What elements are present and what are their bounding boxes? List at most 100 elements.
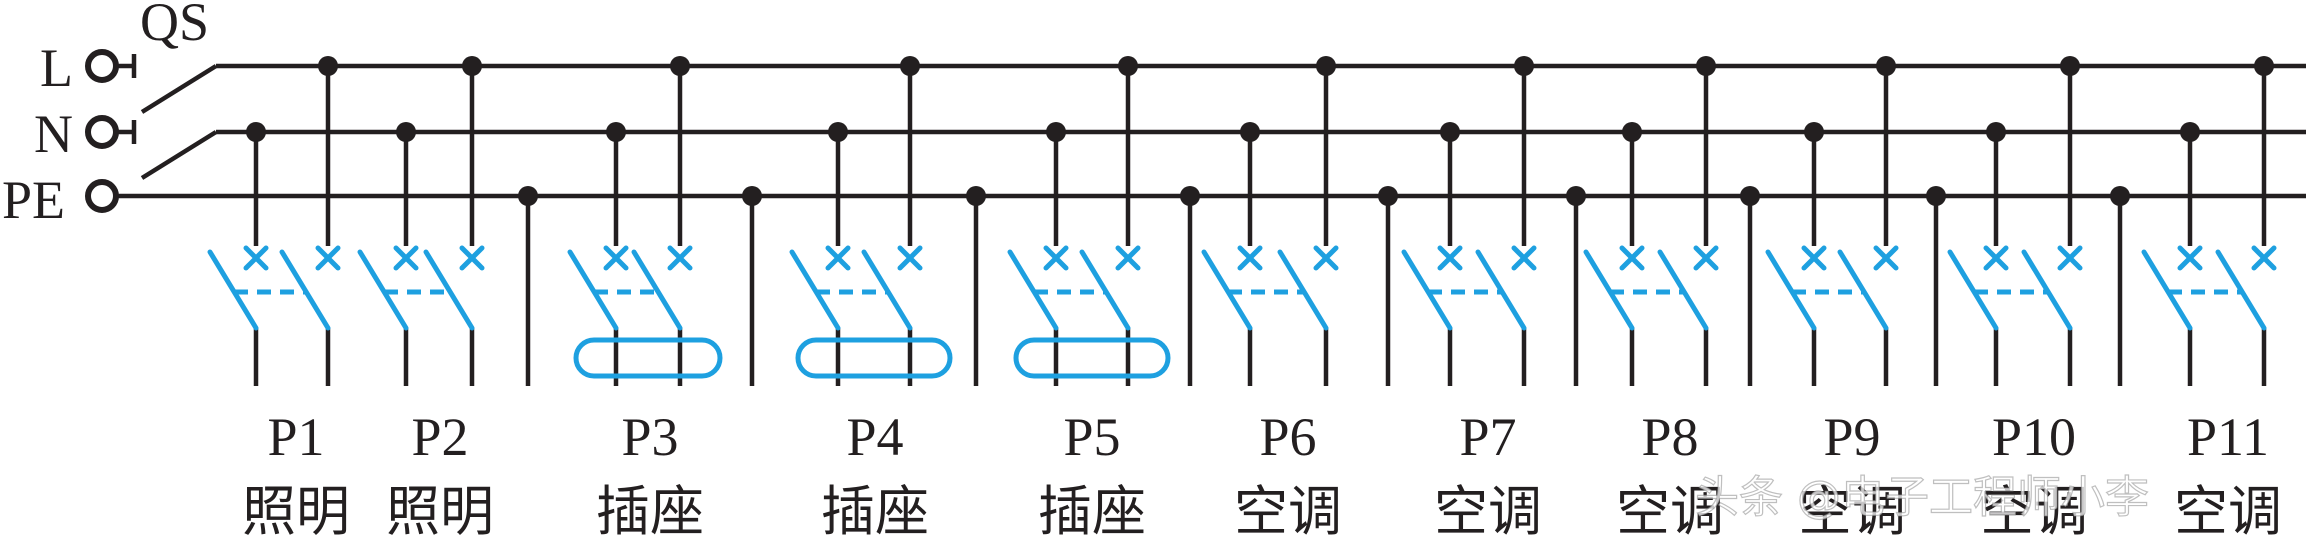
circuit-8-N-breaker-blade	[1583, 249, 1635, 331]
circuit-9-N-breaker-blade	[1765, 249, 1817, 331]
circuit-label: P3	[621, 407, 678, 467]
terminal-L	[85, 49, 119, 83]
circuit-6-N-breaker-blade	[1201, 249, 1253, 331]
circuit-4-N-contact-cross	[825, 245, 851, 271]
circuit-2-N-contact-cross	[393, 245, 419, 271]
circuit-label: P4	[846, 407, 903, 467]
circuit-label: P11	[2187, 407, 2269, 467]
circuit-use: 照明	[242, 480, 350, 543]
circuit-7-N-contact-cross	[1437, 245, 1463, 271]
circuit-7-N-junction	[1440, 122, 1460, 142]
terminal-label-L: L	[40, 38, 73, 98]
circuit-8-L-junction	[1696, 56, 1716, 76]
circuit-label: P7	[1459, 407, 1516, 467]
circuit-3-L-contact-cross	[667, 245, 693, 271]
circuit-10-L-junction	[2060, 56, 2080, 76]
circuit-use: 空调	[1616, 480, 1724, 543]
circuit-4-N-junction	[828, 122, 848, 142]
circuit-label: P9	[1823, 407, 1880, 467]
circuit-1-N-contact-cross	[243, 245, 269, 271]
circuit-use: 空调	[1234, 480, 1342, 543]
circuit-11-N-contact-cross	[2177, 245, 2203, 271]
circuit-1-N-junction	[246, 122, 266, 142]
terminal-PE	[85, 179, 119, 213]
circuit-label: P2	[411, 407, 468, 467]
circuit-9-L-junction	[1876, 56, 1896, 76]
circuit-10-N-contact-cross	[1983, 245, 2009, 271]
circuit-2-L-junction	[462, 56, 482, 76]
circuit-4-L-contact-cross	[897, 245, 923, 271]
watermark: 头条 @电子工程师小李	[1695, 472, 2149, 523]
circuit-2-N-junction	[396, 122, 416, 142]
circuit-9-N-contact-cross	[1801, 245, 1827, 271]
circuit-use: 空调	[1434, 480, 1542, 543]
circuit-label: P6	[1259, 407, 1316, 467]
circuit-5-L-contact-cross	[1115, 245, 1141, 271]
circuit-3-L-junction	[670, 56, 690, 76]
circuit-use: 空调	[1798, 480, 1906, 543]
circuit-use: 照明	[386, 480, 494, 543]
circuit-9-N-junction	[1804, 122, 1824, 142]
junction-dots-layer	[246, 56, 2274, 206]
circuit-3-N-junction	[606, 122, 626, 142]
circuit-use: 空调	[2174, 480, 2282, 543]
circuit-10-L-contact-cross	[2057, 245, 2083, 271]
circuit-4-N-breaker-blade	[789, 249, 841, 331]
circuit-9-pe-junction	[1740, 186, 1760, 206]
main-switch-label: QS	[140, 0, 209, 52]
circuit-5-pe-junction	[966, 186, 986, 206]
circuit-7-N-breaker-blade	[1401, 249, 1453, 331]
circuit-8-pe-junction	[1566, 186, 1586, 206]
circuit-6-N-junction	[1240, 122, 1260, 142]
circuit-2-N-breaker-blade	[357, 249, 409, 331]
circuit-4-L-junction	[900, 56, 920, 76]
circuit-3-L-breaker-blade	[631, 249, 683, 331]
circuit-11-N-breaker-blade	[2141, 249, 2193, 331]
circuit-4-rcd-ring	[795, 337, 953, 379]
terminal-label-PE: PE	[2, 170, 65, 230]
circuit-labels: P1照明P2照明P3插座P4插座P5插座P6空调P7空调P8空调P9空调P10空…	[242, 407, 2282, 543]
breakers-layer	[207, 245, 2277, 379]
circuit-1-L-junction	[318, 56, 338, 76]
circuit-11-N-junction	[2180, 122, 2200, 142]
circuit-use: 空调	[1980, 480, 2088, 543]
circuit-1-L-contact-cross	[315, 245, 341, 271]
circuit-10-pe-junction	[1926, 186, 1946, 206]
circuit-2-L-breaker-blade	[423, 249, 475, 331]
circuit-5-L-junction	[1118, 56, 1138, 76]
circuit-5-N-contact-cross	[1043, 245, 1069, 271]
circuit-6-L-contact-cross	[1313, 245, 1339, 271]
circuit-7-pe-junction	[1378, 186, 1398, 206]
qs-N-blade	[140, 130, 218, 180]
labels-layer: QS L N PE	[2, 0, 209, 230]
circuit-8-N-junction	[1622, 122, 1642, 142]
terminal-label-N: N	[34, 104, 73, 164]
circuit-11-L-contact-cross	[2251, 245, 2277, 271]
circuit-5-N-breaker-blade	[1007, 249, 1059, 331]
circuit-8-N-contact-cross	[1619, 245, 1645, 271]
circuit-label: P5	[1063, 407, 1120, 467]
circuit-5-rcd-ring	[1013, 337, 1171, 379]
circuit-3-pe-junction	[518, 186, 538, 206]
terminal-N	[85, 115, 119, 149]
circuit-use: 插座	[1038, 480, 1146, 543]
circuit-6-N-contact-cross	[1237, 245, 1263, 271]
circuit-3-N-breaker-blade	[567, 249, 619, 331]
supply-terminals	[85, 49, 119, 213]
circuit-7-L-contact-cross	[1511, 245, 1537, 271]
circuit-label: P10	[1992, 407, 2076, 467]
circuit-5-N-junction	[1046, 122, 1066, 142]
circuit-1-N-breaker-blade	[207, 249, 259, 331]
circuit-label: P1	[267, 407, 324, 467]
circuit-2-L-contact-cross	[459, 245, 485, 271]
circuit-use: 插座	[821, 480, 929, 543]
qs-L-blade	[140, 64, 218, 114]
circuit-11-pe-junction	[2110, 186, 2130, 206]
circuit-7-L-junction	[1514, 56, 1534, 76]
wiring-layer	[116, 54, 2306, 386]
circuit-use: 插座	[596, 480, 704, 543]
circuit-6-L-junction	[1316, 56, 1336, 76]
circuit-10-N-breaker-blade	[1947, 249, 1999, 331]
circuit-9-L-contact-cross	[1873, 245, 1899, 271]
